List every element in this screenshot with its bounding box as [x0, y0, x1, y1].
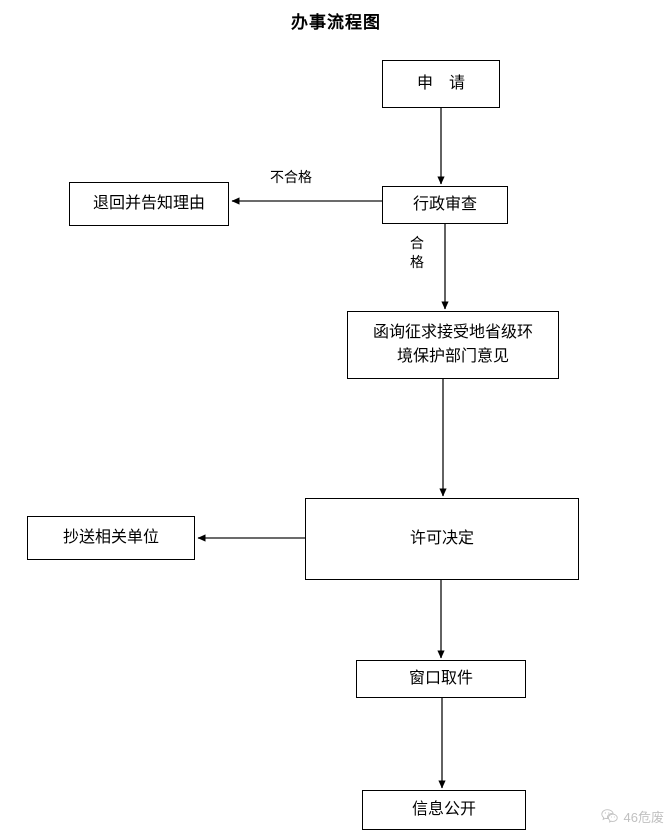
- wechat-icon: [600, 809, 618, 823]
- flowchart-node-label: 许可决定: [409, 530, 474, 547]
- watermark: 46危废: [600, 807, 664, 826]
- flowchart-node-label: 信息公开: [411, 801, 476, 818]
- flowchart-node-label: 申 请: [416, 75, 465, 92]
- flowchart-edge-label-pass-label: 合 格: [410, 235, 424, 270]
- flowchart-node-apply: 申 请: [382, 60, 500, 108]
- page-title: 办事流程图: [291, 13, 381, 32]
- flowchart-node-copy: 抄送相关单位: [27, 516, 195, 560]
- flowchart-node-consult: 函询征求接受地省级环 境保护部门意见: [347, 311, 559, 379]
- watermark-label: 46危废: [623, 810, 664, 825]
- flowchart-node-disclose: 信息公开: [362, 790, 526, 830]
- flowchart-node-return: 退回并告知理由: [69, 182, 229, 226]
- flowchart-node-permit: 许可决定: [305, 498, 579, 580]
- flowchart-node-label: 行政审查: [412, 196, 477, 213]
- flowchart-node-pickup: 窗口取件: [356, 660, 526, 698]
- flowchart-edge-label-fail-label: 不合格: [270, 169, 312, 185]
- flowchart-node-label: 窗口取件: [408, 670, 473, 687]
- flowchart-node-label: 函询征求接受地省级环 境保护部门意见: [372, 324, 533, 365]
- flowchart-node-review: 行政审查: [382, 186, 508, 224]
- flowchart-node-label: 退回并告知理由: [92, 195, 205, 212]
- flowchart-node-label: 抄送相关单位: [62, 529, 159, 546]
